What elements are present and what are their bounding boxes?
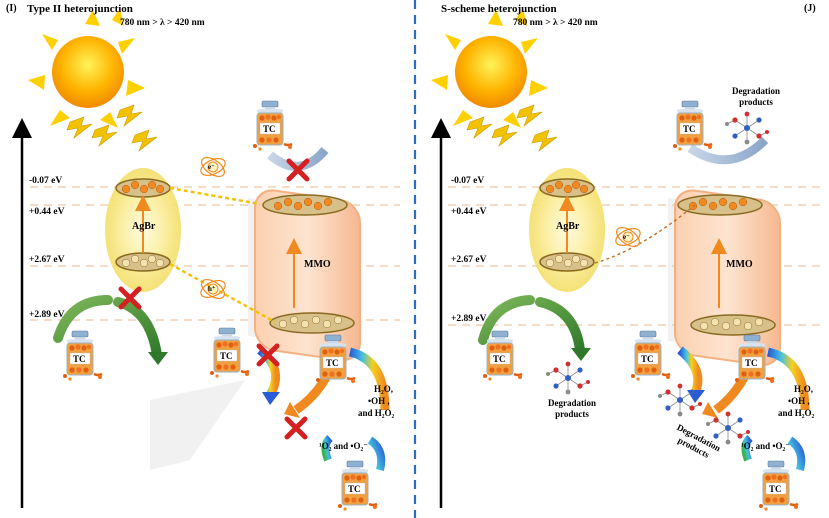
tc-label: TC [493, 354, 506, 364]
rainbow-arrow-to-ros [766, 347, 810, 411]
tc-label: TC [73, 354, 86, 364]
tc-label: TC [348, 484, 361, 494]
degradation-products-line-1: Degradation [732, 86, 780, 96]
light-bolt-icon [531, 129, 558, 152]
degradation-product-icon [545, 361, 591, 395]
degradation-arrow [687, 136, 769, 165]
degradation-products-label: Degradation products [732, 86, 780, 108]
rainbow-oxidation-arrow [677, 346, 703, 395]
tc-label: TC [769, 484, 782, 494]
panel-label-i: (I) [6, 3, 17, 14]
degradation-products-line-2: products [739, 97, 773, 107]
ros-label-line-1: H₂O, [374, 384, 393, 394]
electron-symbol: e⁻ [623, 233, 630, 241]
ros-label-line-3: and H₂O₂ [778, 408, 815, 418]
tc-label: TC [641, 354, 654, 364]
tc-label: TC [745, 358, 758, 368]
degradation-products-line-2: products [555, 409, 589, 419]
blocked-degradation-arrow [267, 146, 329, 171]
s-scheme-transfer-path [594, 204, 696, 264]
hole-icon [200, 278, 226, 300]
light-bolt-icon [466, 116, 493, 139]
light-bolt-icon [491, 124, 518, 147]
energy-level-2: +0.44 eV [29, 207, 65, 217]
agbr-label: AgBr [556, 221, 580, 232]
panel-label-j: (J) [804, 3, 816, 14]
tc-label: TC [263, 124, 276, 134]
ros-label-line-1: H₂O, [794, 384, 813, 394]
ros-label-line-3: and H₂O₂ [358, 408, 395, 418]
ros-label-2: ¹O₂ and •O₂⁻ [741, 441, 791, 451]
panel-s-scheme [431, 8, 820, 512]
light-bolt-icon [516, 104, 543, 127]
rainbow-arrow-bottom [787, 436, 806, 471]
panel-title-s-scheme: S-scheme heterojunction [441, 3, 557, 15]
hole-transfer-path [169, 262, 276, 324]
ros-label-2: ¹O₂ and •O₂⁻ [319, 441, 369, 451]
rainbow-arrow-to-ros [348, 347, 390, 411]
light-bolt-icon [116, 104, 143, 127]
rainbow-arrow-bottom-left [321, 434, 333, 462]
electron-transfer-path [169, 186, 261, 206]
tc-label: TC [326, 358, 339, 368]
rainbow-arrow-bottom-left [741, 434, 753, 462]
tc-label: TC [683, 124, 696, 134]
light-bolt-icon [131, 129, 158, 152]
blocked-cross-icon [287, 419, 305, 437]
energy-level-4: +2.89 eV [29, 310, 65, 320]
wavelength-label: 780 nm > λ > 420 nm [513, 18, 598, 28]
panel-type-ii [12, 8, 400, 512]
mmo-label: MMO [726, 259, 753, 270]
sun-icon-right [431, 8, 548, 128]
tc-label: TC [220, 351, 233, 361]
electron-icon [200, 156, 226, 178]
electron-icon [615, 226, 641, 248]
hole-symbol: h⁺ [208, 285, 216, 293]
agbr-label: AgBr [132, 221, 156, 232]
degradation-products-label: Degradation products [548, 398, 596, 420]
rainbow-arrow-bottom [367, 436, 386, 471]
mmo-label: MMO [304, 259, 331, 270]
energy-level-3: +2.67 eV [451, 255, 487, 265]
sun-icon-left [28, 8, 145, 128]
ros-label-line-2: •OH , [368, 396, 390, 406]
electron-symbol: e⁻ [208, 163, 215, 171]
energy-level-2: +0.44 eV [451, 207, 487, 217]
light-bolt-icon [66, 116, 93, 139]
energy-level-1: -0.07 eV [29, 176, 63, 186]
energy-level-1: -0.07 eV [451, 176, 485, 186]
energy-level-3: +2.67 eV [29, 255, 65, 265]
ros-label-line-2: •OH , [788, 396, 810, 406]
panel-title-type-ii: Type II heterojunction [27, 3, 133, 15]
degradation-products-line-1: Degradation [548, 398, 596, 408]
wavelength-label: 780 nm > λ > 420 nm [120, 18, 205, 28]
light-bolt-icon [91, 124, 118, 147]
green-oxidation-arrow [478, 295, 585, 355]
energy-level-4: +2.89 eV [451, 314, 487, 324]
